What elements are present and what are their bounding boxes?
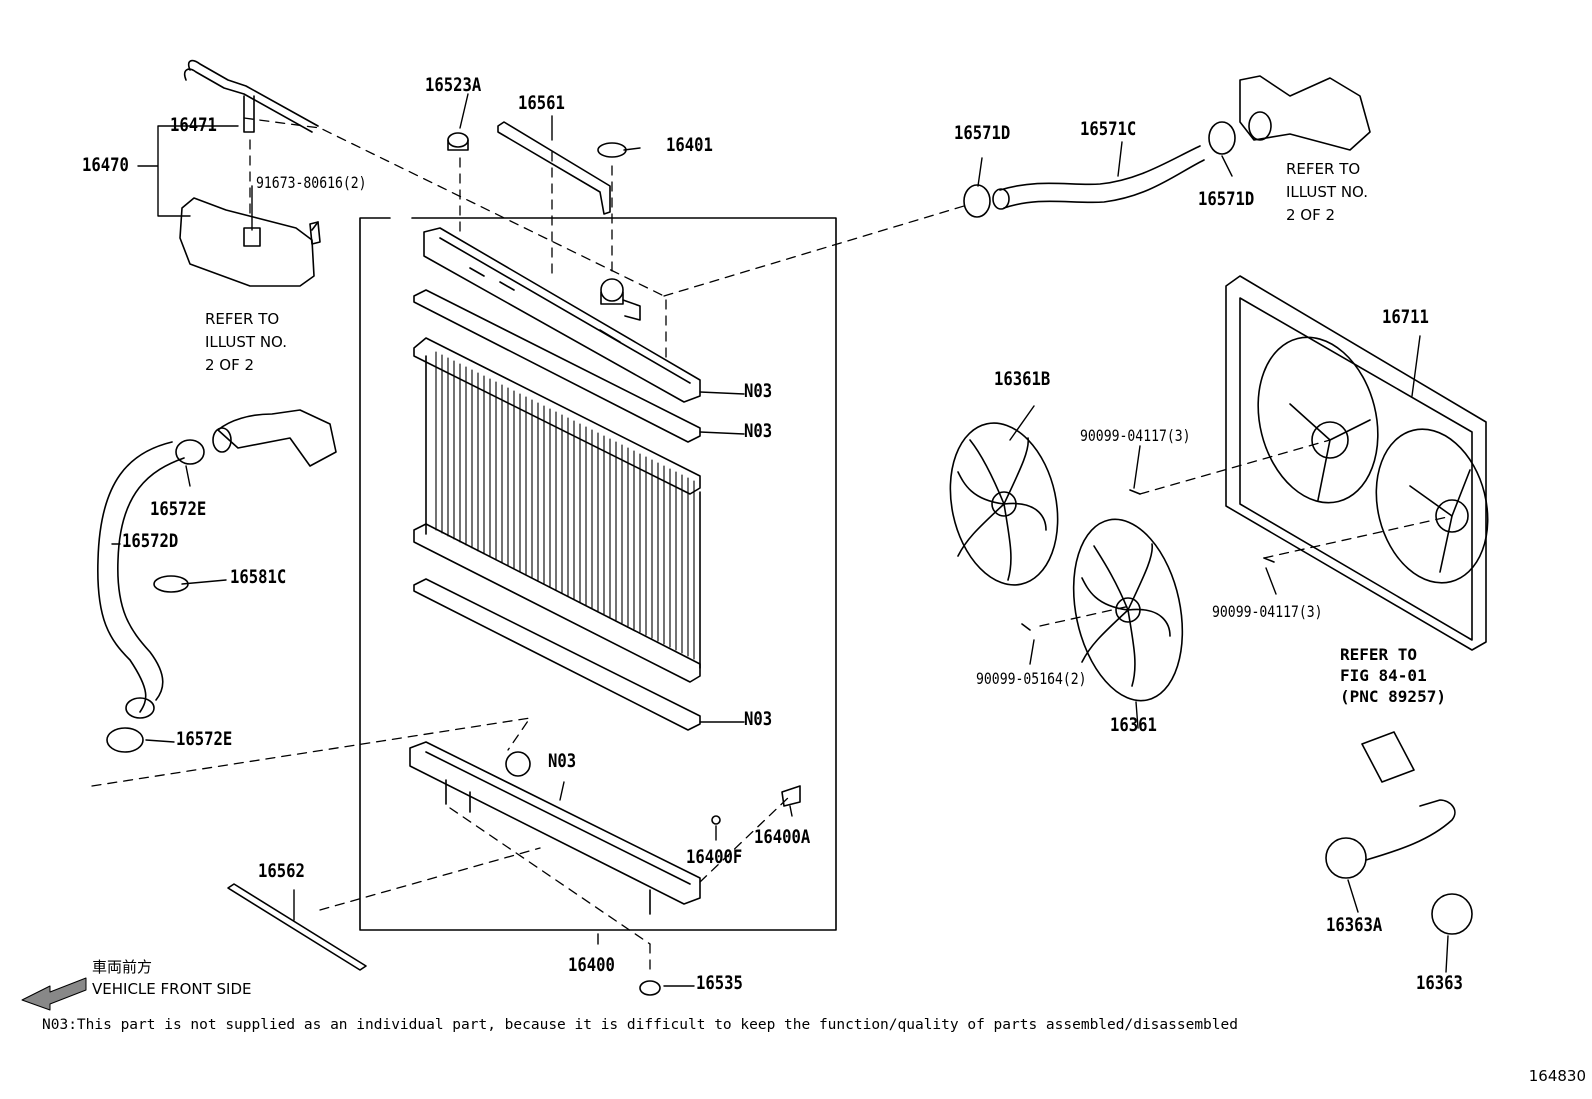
front-label-jp: 車両前方 (92, 958, 153, 976)
leader-lines (111, 93, 1449, 987)
lower-hose-group (97, 409, 337, 753)
lower-tank (409, 741, 701, 915)
refer-note-left: REFER TO ILLUST NO. 2 OF 2 (205, 310, 288, 374)
assembly-frame (359, 217, 837, 931)
part-label: 91673-80616(2) (256, 173, 367, 192)
fan-shroud (1225, 275, 1489, 651)
part-label: 16572E (150, 498, 207, 520)
upper-tank (423, 227, 701, 403)
refer-note-top-right: REFER TO ILLUST NO. 2 OF 2 (1286, 160, 1369, 224)
part-label: 16571C (1080, 118, 1137, 140)
part-label: 16581C (230, 566, 287, 588)
upper-hose-group (963, 75, 1371, 218)
part-label: N03 (744, 420, 773, 442)
part-label: 16401 (666, 134, 713, 156)
part-label: 16471 (170, 114, 217, 136)
illustration-number: 164830 (1528, 1067, 1586, 1085)
part-label: N03 (744, 708, 773, 730)
part-label: 16400F (686, 846, 743, 868)
projection-lines (91, 117, 1453, 977)
part-label: 16523A (425, 74, 482, 96)
front-label-en: VEHICLE FRONT SIDE (92, 980, 252, 998)
part-label: 16535 (696, 972, 743, 994)
reservoir-group (179, 59, 321, 287)
part-label: 16562 (258, 860, 305, 882)
part-label: 16571D (954, 122, 1011, 144)
part-label: 16400 (568, 954, 615, 976)
refer-note-fig: REFER TO FIG 84-01 (PNC 89257) (1340, 645, 1446, 706)
part-label: 16361B (994, 368, 1051, 390)
part-label: 16400A (754, 826, 811, 848)
part-label: 90099-04117(3) (1080, 426, 1191, 445)
part-label: 16363A (1326, 914, 1383, 936)
part-label: 16361 (1110, 714, 1157, 736)
part-label: 16470 (82, 154, 129, 176)
sensor-and-motors (1325, 731, 1473, 935)
part-label: 90099-05164(2) (976, 669, 1087, 688)
part-label: N03 (744, 380, 773, 402)
part-label: 90099-04117(3) (1212, 602, 1323, 621)
front-arrow-icon (21, 977, 87, 1011)
fan-16361 (1072, 518, 1184, 702)
small-fasteners (227, 121, 1275, 996)
part-label: 16572E (176, 728, 233, 750)
gasket-upper (413, 289, 701, 443)
footnote: N03:This part is not supplied as an indi… (42, 1017, 1238, 1033)
part-label: 16363 (1416, 972, 1463, 994)
part-label: N03 (548, 750, 577, 772)
part-label: 16571D (1198, 188, 1255, 210)
part-label: 16561 (518, 92, 565, 114)
radiator-core (413, 337, 701, 683)
part-label: 16711 (1382, 306, 1429, 328)
part-label: 16572D (122, 530, 179, 552)
gasket-lower (413, 578, 701, 731)
fan-16361b (949, 422, 1059, 586)
